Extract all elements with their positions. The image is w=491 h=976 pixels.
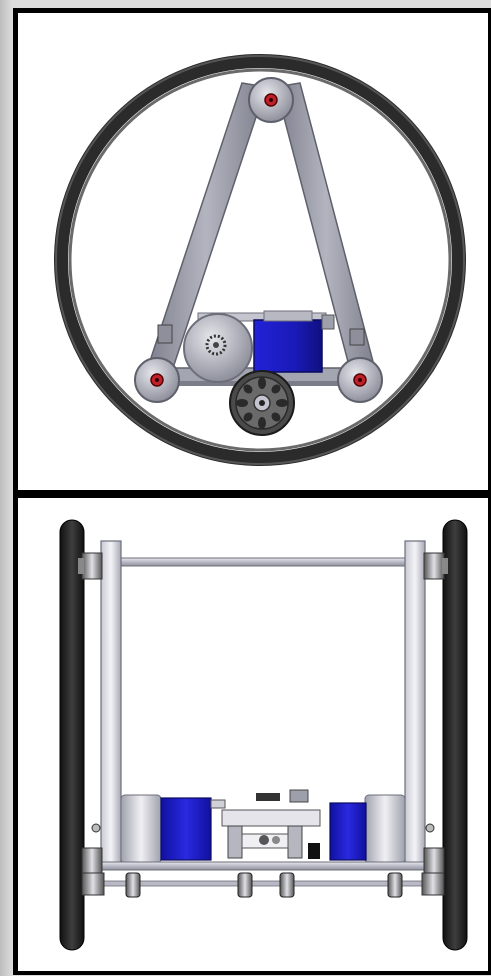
outer-tire: [54, 54, 466, 466]
right-post: [404, 540, 426, 867]
drive-pulley: [183, 313, 253, 383]
left-top-roller-hub: [78, 552, 103, 580]
tire-highlight: [55, 55, 465, 465]
center-gearbox: [210, 789, 321, 859]
right-roller-bore: [358, 378, 362, 382]
left-bolt: [91, 823, 101, 833]
left-post: [100, 540, 122, 867]
bottom-axle-bar: [87, 861, 441, 871]
bottom-roller-4: [387, 872, 403, 898]
left-bracket-tab: [157, 324, 173, 344]
right-tire: [442, 519, 468, 951]
side-view-drawing: [54, 54, 466, 466]
bottom-roller-2: [237, 872, 253, 898]
top-roller-bore: [269, 98, 273, 102]
left-roller-bore: [155, 378, 159, 382]
side-view-panel: [13, 8, 491, 495]
bottom-roller-1: [125, 872, 141, 898]
left-blue-motor: [160, 797, 212, 861]
sprocket-hub: [213, 342, 219, 348]
tire-inner-ring: [68, 68, 452, 452]
motor-mount-block: [321, 314, 335, 330]
front-view-panel: [13, 493, 491, 975]
bottom-roller-3: [279, 872, 295, 898]
lower-axle-rod: [97, 880, 431, 887]
drive-wheel: [229, 370, 295, 436]
left-tire: [59, 519, 85, 951]
left-lower-hub: [81, 847, 105, 896]
right-motor-drum: [364, 794, 406, 864]
right-lower-hub: [421, 847, 445, 896]
right-bracket-tab: [349, 328, 365, 346]
right-top-roller-hub: [423, 552, 448, 580]
right-blue-motor: [329, 802, 367, 861]
front-view-drawing: [59, 519, 468, 951]
left-motor-drum: [120, 794, 162, 864]
top-crossbar: [117, 557, 409, 567]
motor-housing: [253, 319, 323, 373]
drive-sprocket: [205, 334, 227, 356]
right-bolt: [425, 823, 435, 833]
motor-top-bracket: [263, 310, 313, 322]
